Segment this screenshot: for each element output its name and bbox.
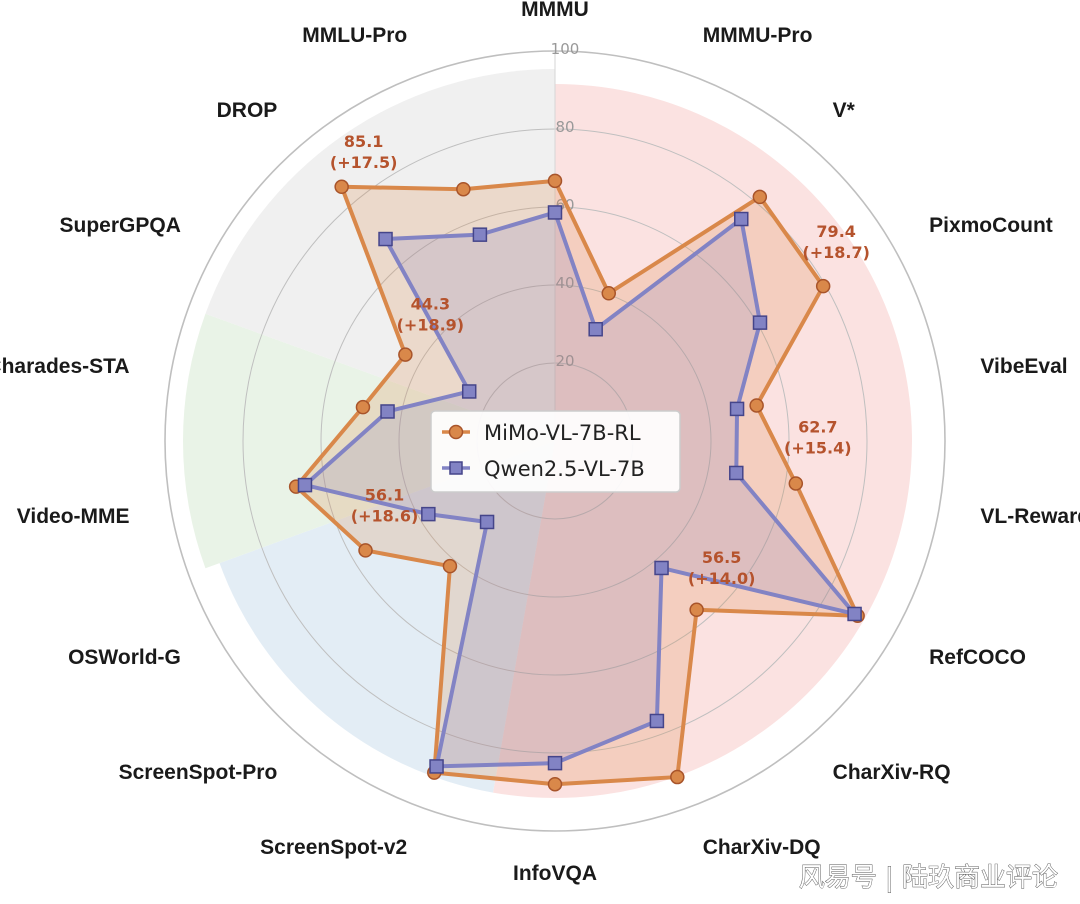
data-point [334, 179, 349, 195]
axis-label-mmmu-pro: MMMU-Pro [703, 24, 813, 47]
data-point [429, 759, 444, 774]
sector-video [183, 313, 555, 569]
data-point [421, 506, 436, 522]
data-point [729, 401, 745, 417]
data-point [752, 315, 768, 330]
axis-label-charades-sta: Charades-STA [0, 355, 130, 378]
r-tick-label: 40 [555, 274, 574, 292]
legend-label-mimo: MiMo-VL-7B-RL [484, 421, 641, 445]
data-point [588, 321, 603, 337]
data-point [601, 286, 617, 301]
callout-delta: (+17.5) [330, 153, 398, 172]
sector-reasoning [205, 69, 556, 441]
data-point [547, 776, 563, 792]
axis-label-mmmu: MMMU [521, 0, 589, 21]
data-point [649, 713, 665, 729]
callout-delta: (+18.7) [802, 243, 870, 262]
callout-supergpqa: 44.3 (+18.9) [397, 295, 465, 335]
data-point [472, 227, 488, 242]
axis-label-supergpqa: SuperGPQA [60, 214, 181, 237]
data-point [752, 189, 768, 205]
sector-gui [219, 441, 556, 793]
callout-value: 56.5 [702, 548, 741, 567]
r-tick-label: 80 [555, 118, 574, 136]
callout-value: 44.3 [411, 295, 450, 314]
axis-label-vl-rewardbench: VL-RewardBench [980, 505, 1080, 528]
data-point [749, 398, 764, 413]
watermark-text: 风易号 | 陆玖商业评论 [799, 863, 1058, 893]
callout-value: 79.4 [816, 222, 855, 241]
axis-label-video-mme: Video-MME [17, 505, 130, 528]
legend-label-qwen: Qwen2.5-VL-7B [484, 457, 645, 481]
legend-item-mimo: MiMo-VL-7B-RL [442, 421, 641, 445]
axis-label-charxiv-dq: CharXiv-DQ [703, 836, 821, 859]
axis-label-refcoco: RefCOCO [929, 646, 1026, 669]
axis-label-infovqa: InfoVQA [513, 862, 597, 885]
axis-label-mmlu-pro: MMLU-Pro [302, 24, 407, 47]
legend-marker-circle [448, 424, 464, 440]
callout-drop: 85.1 (+17.5) [330, 132, 398, 172]
data-point [442, 558, 458, 574]
callout-delta: (+15.4) [784, 438, 852, 457]
callout-osworld-g: 56.1 (+18.6) [351, 485, 419, 525]
data-point [547, 173, 563, 189]
axis-label-v-: V* [833, 99, 856, 122]
legend: MiMo-VL-7B-RL Qwen2.5-VL-7B [430, 410, 681, 493]
data-point [734, 211, 749, 227]
r-tick-label: 20 [555, 352, 574, 370]
callout-delta: (+14.0) [688, 569, 756, 588]
data-point [788, 476, 804, 491]
value-callouts: 85.1 (+17.5) 79.4 (+18.7) 44.3 (+18.9) 62.7 (+1… [330, 132, 870, 588]
axis-label-screenspot-pro: ScreenSpot-Pro [119, 761, 278, 784]
data-point [398, 347, 413, 362]
data-point [355, 399, 371, 415]
callout-value: 85.1 [344, 132, 383, 151]
axis-label-vibeeval: VibeEval [980, 355, 1067, 378]
data-point [380, 404, 395, 419]
data-point [670, 769, 685, 785]
data-point [847, 606, 862, 622]
data-point [729, 465, 744, 481]
callout-delta: (+18.9) [397, 316, 465, 335]
data-point [461, 384, 477, 399]
data-point [815, 278, 831, 294]
r-tick-label: 100 [551, 40, 580, 58]
callout-delta: (+18.6) [351, 506, 419, 525]
data-point [547, 755, 563, 771]
data-point [547, 205, 563, 220]
axis-label-pixmocount: PixmoCount [929, 214, 1053, 237]
data-point [654, 560, 669, 576]
data-point [358, 543, 373, 558]
data-point [689, 602, 704, 618]
data-point [479, 514, 495, 530]
callout-value: 62.7 [798, 417, 837, 436]
data-point [297, 477, 313, 493]
axis-label-charxiv-rq: CharXiv-RQ [833, 761, 951, 784]
axis-label-osworld-g: OSWorld-G [68, 646, 181, 669]
callout-pixmocount: 79.4 (+18.7) [802, 222, 870, 262]
legend-item-qwen: Qwen2.5-VL-7B [442, 457, 645, 481]
axis-label-screenspot-v2: ScreenSpot-v2 [260, 836, 407, 859]
data-point [378, 231, 393, 247]
data-point [456, 181, 471, 197]
callout-charxiv-rq: 56.5 (+14.0) [688, 548, 756, 588]
axis-label-drop: DROP [217, 99, 278, 122]
legend-marker-square [449, 461, 463, 475]
callout-value: 56.1 [365, 485, 404, 504]
callout-vl-rewardbench: 62.7 (+15.4) [784, 417, 852, 457]
